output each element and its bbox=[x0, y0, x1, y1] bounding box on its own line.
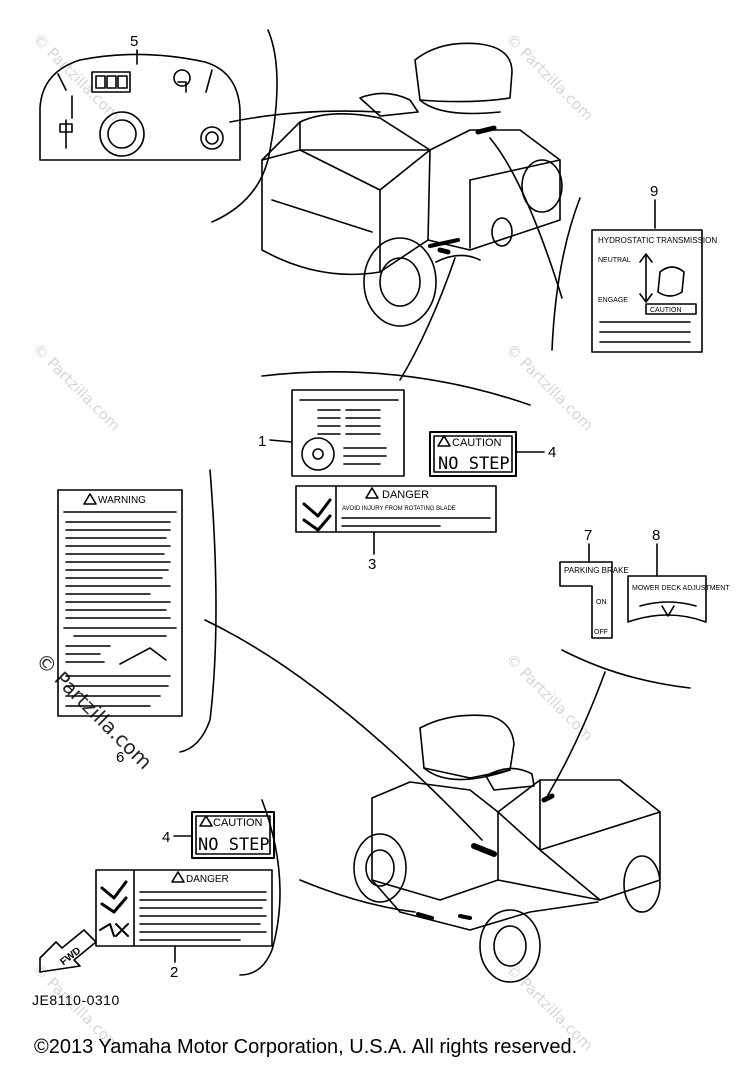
decal-8-mower-deck: MOWER DECK ADJUSTMENT bbox=[627, 575, 730, 623]
decal-2-danger: DANGER bbox=[95, 869, 273, 947]
callout-4-bottom: 4 bbox=[162, 829, 170, 846]
svg-text:NO STEP: NO STEP bbox=[438, 454, 510, 474]
callout-9: 9 bbox=[650, 183, 658, 200]
bracket-left bbox=[179, 469, 217, 753]
leader-mid bbox=[399, 257, 456, 381]
tractor-bottom bbox=[353, 714, 661, 983]
decal-4-caution-bottom: CAUTION NO STEP bbox=[191, 811, 275, 859]
svg-text:CAUTION: CAUTION bbox=[213, 817, 263, 829]
svg-text:PARKING BRAKE: PARKING BRAKE bbox=[564, 566, 629, 575]
bracket-top-right bbox=[551, 197, 581, 351]
svg-text:CAUTION: CAUTION bbox=[452, 437, 502, 449]
callout-4-middle: 4 bbox=[548, 444, 556, 461]
copyright-notice: ©2013 Yamaha Motor Corporation, U.S.A. A… bbox=[34, 1036, 578, 1058]
tractor-top bbox=[261, 42, 563, 327]
svg-text:DANGER: DANGER bbox=[382, 489, 429, 501]
leader-6 bbox=[204, 619, 483, 841]
bracket-top-left bbox=[211, 29, 278, 223]
decal-7-parking-brake: PARKING BRAKE ON OFF bbox=[559, 561, 629, 639]
svg-text:CAUTION: CAUTION bbox=[650, 307, 682, 314]
decal-6-warning: WARNING bbox=[57, 489, 183, 717]
decal-4-caution-middle: CAUTION NO STEP bbox=[429, 431, 517, 477]
decal-3-danger: DANGER AVOID INJURY FROM ROTATING BLADE bbox=[295, 485, 497, 533]
svg-text:NO STEP: NO STEP bbox=[198, 835, 270, 855]
svg-text:ENGAGE: ENGAGE bbox=[598, 297, 628, 304]
decal-1 bbox=[291, 389, 405, 477]
dash-panel bbox=[39, 53, 241, 161]
callout-6: 6 bbox=[116, 749, 124, 766]
leader-2 bbox=[299, 879, 416, 913]
leader-7 bbox=[547, 671, 606, 796]
svg-text:NEUTRAL: NEUTRAL bbox=[598, 257, 631, 264]
svg-text:AVOID INJURY FROM ROTATING BLA: AVOID INJURY FROM ROTATING BLADE bbox=[342, 506, 456, 512]
decal-9-hydrostatic: HYDROSTATIC TRANSMISSION NEUTRAL ENGAGE … bbox=[591, 229, 717, 353]
leader-5 bbox=[229, 110, 381, 123]
callout-8: 8 bbox=[652, 527, 660, 544]
drawing-code: JE8110-0310 bbox=[32, 992, 120, 1008]
svg-text:DANGER: DANGER bbox=[186, 874, 229, 885]
callout-2: 2 bbox=[170, 964, 178, 981]
callout-7: 7 bbox=[584, 527, 592, 544]
callout-3: 3 bbox=[368, 556, 376, 573]
bracket-middle bbox=[261, 371, 531, 406]
svg-text:ON: ON bbox=[596, 599, 607, 606]
fwd-arrow-icon: FWD bbox=[39, 929, 97, 973]
callout-5: 5 bbox=[130, 33, 138, 50]
svg-text:MOWER DECK ADJUSTMENT: MOWER DECK ADJUSTMENT bbox=[632, 585, 730, 592]
callout-1: 1 bbox=[258, 433, 266, 450]
svg-text:OFF: OFF bbox=[594, 629, 608, 636]
bracket-right-mid bbox=[561, 649, 691, 689]
svg-text:HYDROSTATIC TRANSMISSION: HYDROSTATIC TRANSMISSION bbox=[598, 236, 717, 245]
svg-text:WARNING: WARNING bbox=[98, 495, 146, 506]
